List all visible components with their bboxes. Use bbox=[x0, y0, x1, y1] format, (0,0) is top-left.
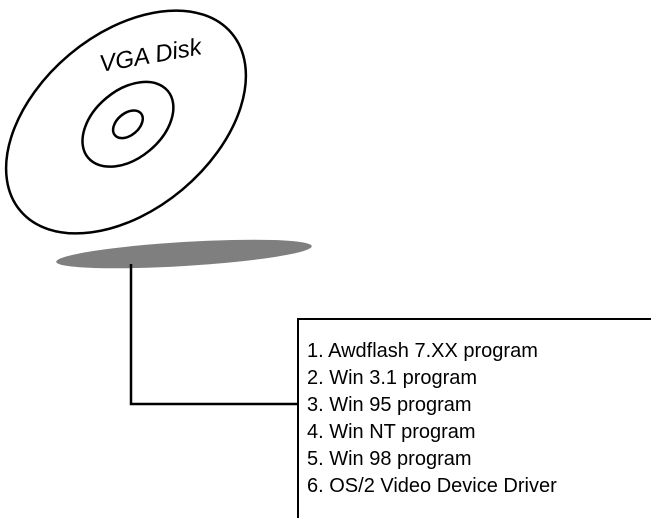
driver-list: 1. Awdflash 7.XX program 2. Win 3.1 prog… bbox=[307, 338, 557, 500]
list-item: 2. Win 3.1 program bbox=[307, 367, 478, 389]
list-item: 3. Win 95 program bbox=[307, 394, 472, 416]
list-item: 1. Awdflash 7.XX program bbox=[307, 340, 538, 362]
list-item: 4. Win NT program bbox=[307, 421, 476, 443]
disk-center-hole bbox=[111, 109, 144, 140]
disk-outer-ring bbox=[4, 9, 248, 235]
list-item: 6. OS/2 Video Device Driver bbox=[307, 475, 557, 497]
driver-list-box bbox=[297, 318, 651, 518]
disk-platter bbox=[56, 239, 312, 269]
disk-hub-ring bbox=[81, 80, 175, 168]
disk-icon bbox=[4, 9, 248, 235]
list-item: 5. Win 98 program bbox=[307, 448, 472, 470]
connector-line bbox=[129, 264, 297, 406]
